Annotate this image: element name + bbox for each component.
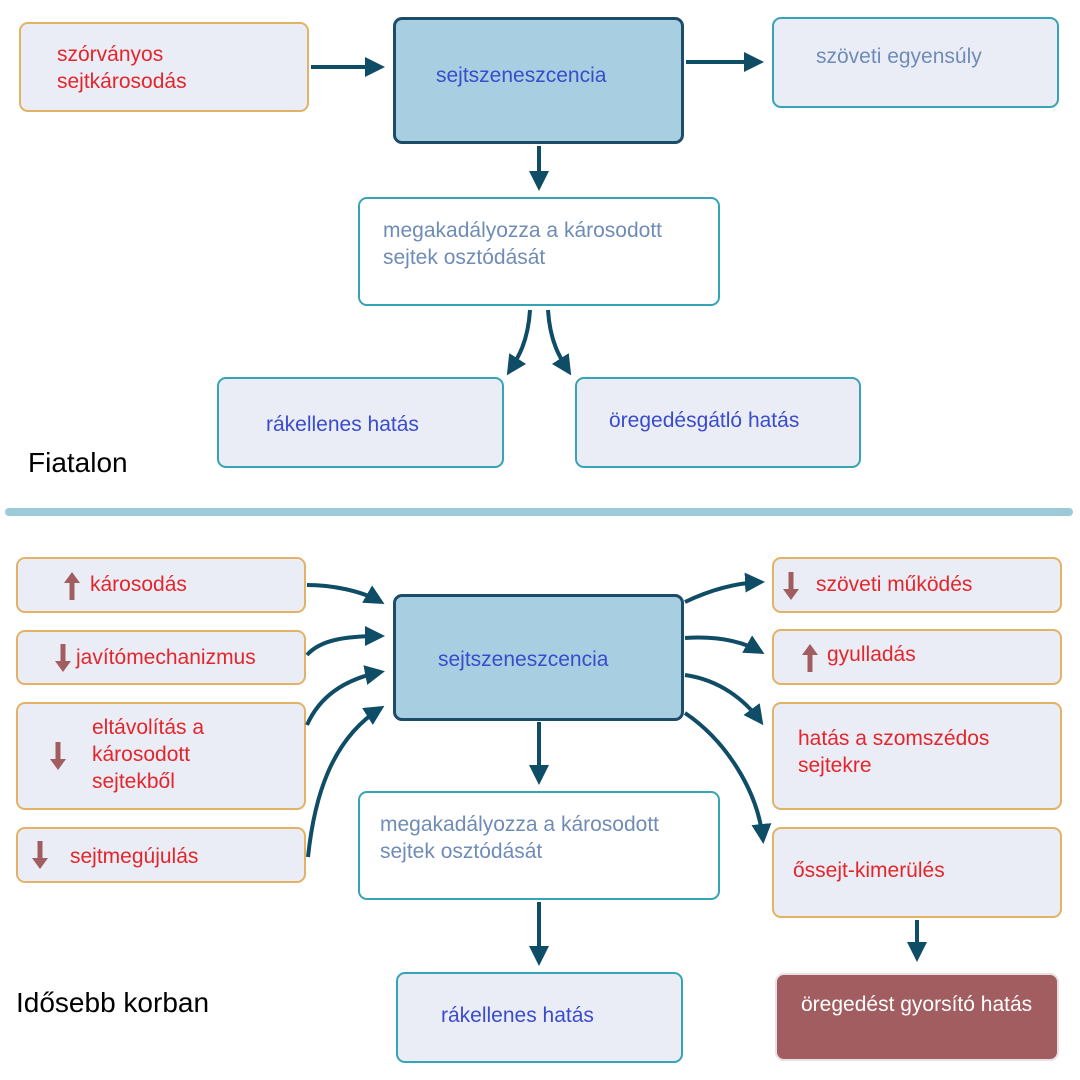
anticancer-box-old: rákellenes hatás	[396, 972, 683, 1063]
arrow-down-icon	[32, 841, 48, 869]
output-stemcell-label: őssejt-kimerülés	[793, 859, 945, 882]
arrow-up-icon	[802, 644, 818, 672]
anticancer-label-young: rákellenes hatás	[266, 413, 419, 436]
senescence-node-old: sejtszeneszcencia	[393, 594, 684, 721]
input-renewal-label: sejtmegújulás	[70, 845, 199, 868]
senescence-label-young: sejtszeneszcencia	[436, 64, 607, 87]
input-renewal-box: sejtmegújulás	[16, 827, 306, 883]
input-damage-label: károsodás	[90, 573, 187, 596]
output-tissue-function-label: szöveti működés	[816, 573, 973, 596]
aging-accelerating-label: öregedést gyorsító hatás	[801, 993, 1033, 1016]
senescence-node-young: sejtszeneszcencia	[393, 17, 684, 144]
antiaging-box: öregedésgátló hatás	[575, 377, 861, 468]
tissue-balance-label: szöveti egyensúly	[816, 45, 982, 68]
output-inflammation-label: gyulladás	[827, 643, 916, 666]
arrow-input-renewal	[306, 705, 385, 858]
young-section-label: Fiatalon	[28, 447, 128, 478]
arrow-down-icon	[783, 572, 799, 600]
arrow-block-to-antiaging	[546, 309, 572, 376]
input-damage-box: károsodás	[16, 557, 306, 613]
tissue-balance-box: szöveti egyensúly	[772, 17, 1059, 108]
sporadic-damage-box: szórványos sejtkárosodás	[19, 22, 309, 112]
aging-accelerating-box: öregedést gyorsító hatás	[775, 973, 1059, 1061]
section-divider	[5, 508, 1073, 516]
input-repair-label: javítómechanizmus	[76, 646, 256, 669]
output-tissue-function-box: szöveti működés	[772, 557, 1062, 613]
sporadic-damage-label: szórványos sejtkárosodás	[57, 43, 187, 93]
block-division-label-old: megakadályozza a károsodott sejtek osztó…	[380, 813, 659, 863]
antiaging-label: öregedésgátló hatás	[609, 409, 800, 432]
output-inflammation-box: gyulladás	[772, 629, 1062, 685]
block-division-box-young: megakadályozza a károsodott sejtek osztó…	[358, 197, 720, 306]
arrow-input-repair	[305, 626, 385, 657]
arrow-up-icon	[64, 572, 80, 600]
arrow-output-neighbor	[684, 673, 764, 726]
output-stemcell-box: őssejt-kimerülés	[772, 827, 1062, 918]
output-neighbor-label: hatás a szomszédos sejtekre	[798, 727, 990, 777]
arrow-input-damage	[306, 583, 385, 604]
input-repair-box: javítómechanizmus	[16, 630, 306, 685]
old-section-label: Idősebb korban	[16, 987, 210, 1018]
block-division-label-young: megakadályozza a károsodott sejtek osztó…	[383, 219, 662, 269]
input-clearance-label: eltávolítás a károsodott sejtekből	[92, 716, 205, 793]
input-clearance-box: eltávolítás a károsodott sejtekből	[16, 702, 306, 810]
arrow-output-inflammation	[684, 635, 765, 654]
senescence-label-old: sejtszeneszcencia	[438, 648, 609, 671]
arrow-block-to-anticancer	[506, 309, 532, 376]
arrow-input-clearance	[305, 665, 385, 726]
arrow-down-icon	[50, 742, 66, 770]
arrow-output-stemcell	[683, 711, 772, 844]
block-division-box-old: megakadályozza a károsodott sejtek osztó…	[358, 791, 720, 900]
anticancer-label-old: rákellenes hatás	[441, 1004, 594, 1027]
arrow-output-tissue	[684, 572, 765, 604]
anticancer-box-young: rákellenes hatás	[217, 377, 504, 468]
output-neighbor-box: hatás a szomszédos sejtekre	[772, 702, 1062, 810]
arrow-down-icon	[55, 644, 71, 672]
